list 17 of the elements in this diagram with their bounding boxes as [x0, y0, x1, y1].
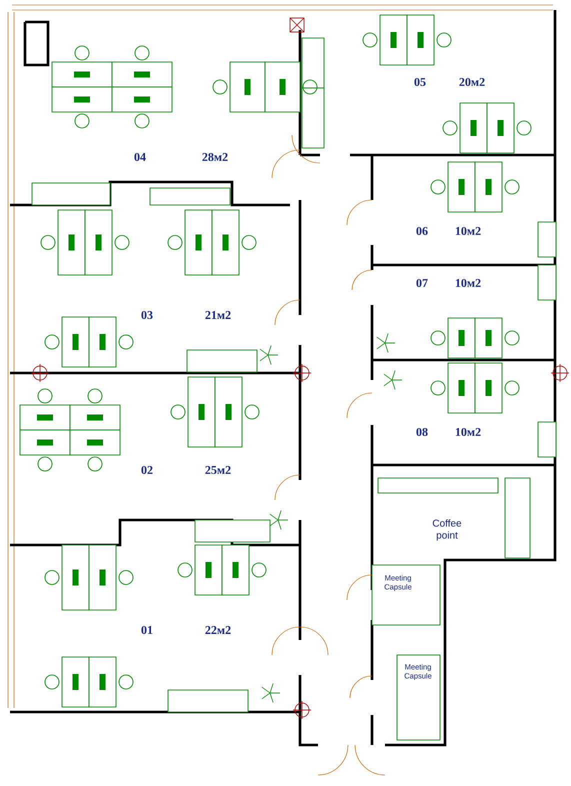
- room-label: Coffee point: [432, 519, 462, 541]
- area-label: 10м2: [456, 226, 481, 236]
- room-number: 07: [416, 278, 428, 288]
- area-label: 21м2: [205, 311, 231, 319]
- room-number: 01: [141, 626, 152, 634]
- area-label: 10м2: [456, 278, 481, 288]
- room-number: 04: [134, 152, 146, 162]
- room-number: 05: [414, 78, 426, 86]
- area-label: 22м2: [205, 626, 231, 634]
- room-number: 06: [416, 226, 428, 236]
- area-label: 10м2: [456, 428, 481, 436]
- room-number: 08: [416, 428, 428, 436]
- room-number: 03: [141, 310, 153, 320]
- area-label: 25м2: [205, 466, 231, 474]
- area-label: 28м2: [202, 152, 228, 162]
- area-label: 20м2: [459, 78, 485, 86]
- room-number: 02: [141, 466, 152, 474]
